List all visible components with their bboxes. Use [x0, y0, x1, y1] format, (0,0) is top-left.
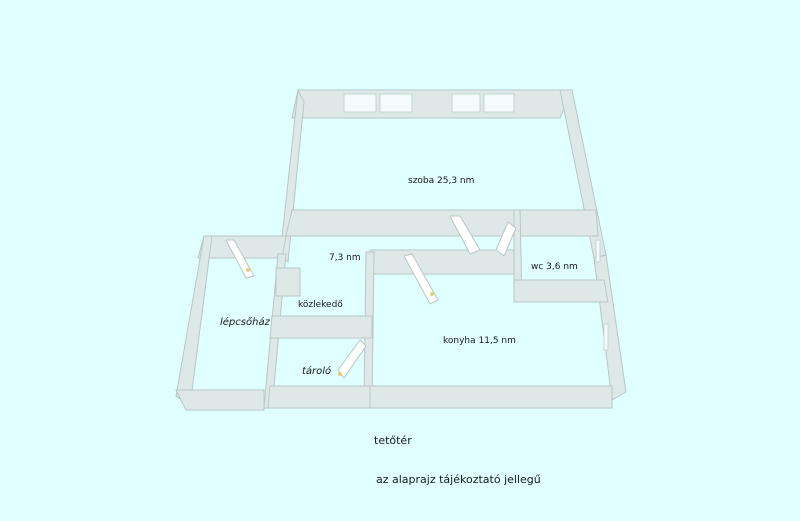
wall-wc-bottom [513, 279, 609, 303]
window-2 [379, 93, 413, 113]
wall-right-lower [593, 254, 627, 401]
room-label-kozlekedo: közlekedő [298, 300, 343, 310]
disclaimer-caption: az alaprajz tájékoztató jellegű [376, 473, 541, 486]
wall-kozlekedo-top [275, 267, 301, 297]
wall-bottom-main [369, 385, 613, 409]
door-marker-2 [430, 292, 434, 296]
side-windows [595, 239, 609, 351]
wall-kozlekedo-bottom [269, 315, 373, 339]
wall-szoba-top [291, 89, 573, 119]
room-label-tarolo: tároló [302, 366, 332, 377]
door-konyha [403, 253, 439, 305]
side-window-1 [595, 239, 601, 263]
side-window-2 [603, 323, 609, 351]
wall-szoba-left [279, 88, 305, 263]
wall-konyha-top [369, 249, 515, 275]
wall-lepcsohaz-left [175, 235, 213, 407]
wall-tarolo-bottom [267, 385, 373, 409]
wall-middle [285, 209, 599, 237]
window-4 [483, 93, 515, 113]
walls [175, 88, 627, 411]
room-label-wc: wc 3,6 nm [531, 262, 578, 272]
door-marker-3 [338, 372, 342, 376]
room-label-szoba: szoba 25,3 nm [408, 176, 475, 186]
doors [225, 215, 517, 379]
room-label-corridor-area: 7,3 nm [329, 253, 361, 263]
door-markers [246, 268, 434, 376]
windows [343, 93, 515, 113]
room-label-konyha: konyha 11,5 nm [443, 336, 516, 346]
door-szoba-left [449, 215, 481, 255]
floor-caption: tetőtér [374, 434, 412, 447]
wall-bottom [175, 389, 265, 411]
room-label-lepcsohaz: lépcsőház [220, 317, 270, 328]
door-szoba-right [495, 221, 517, 257]
window-3 [451, 93, 481, 113]
door-tarolo [337, 339, 367, 379]
window-1 [343, 93, 377, 113]
door-marker-1 [246, 268, 250, 272]
